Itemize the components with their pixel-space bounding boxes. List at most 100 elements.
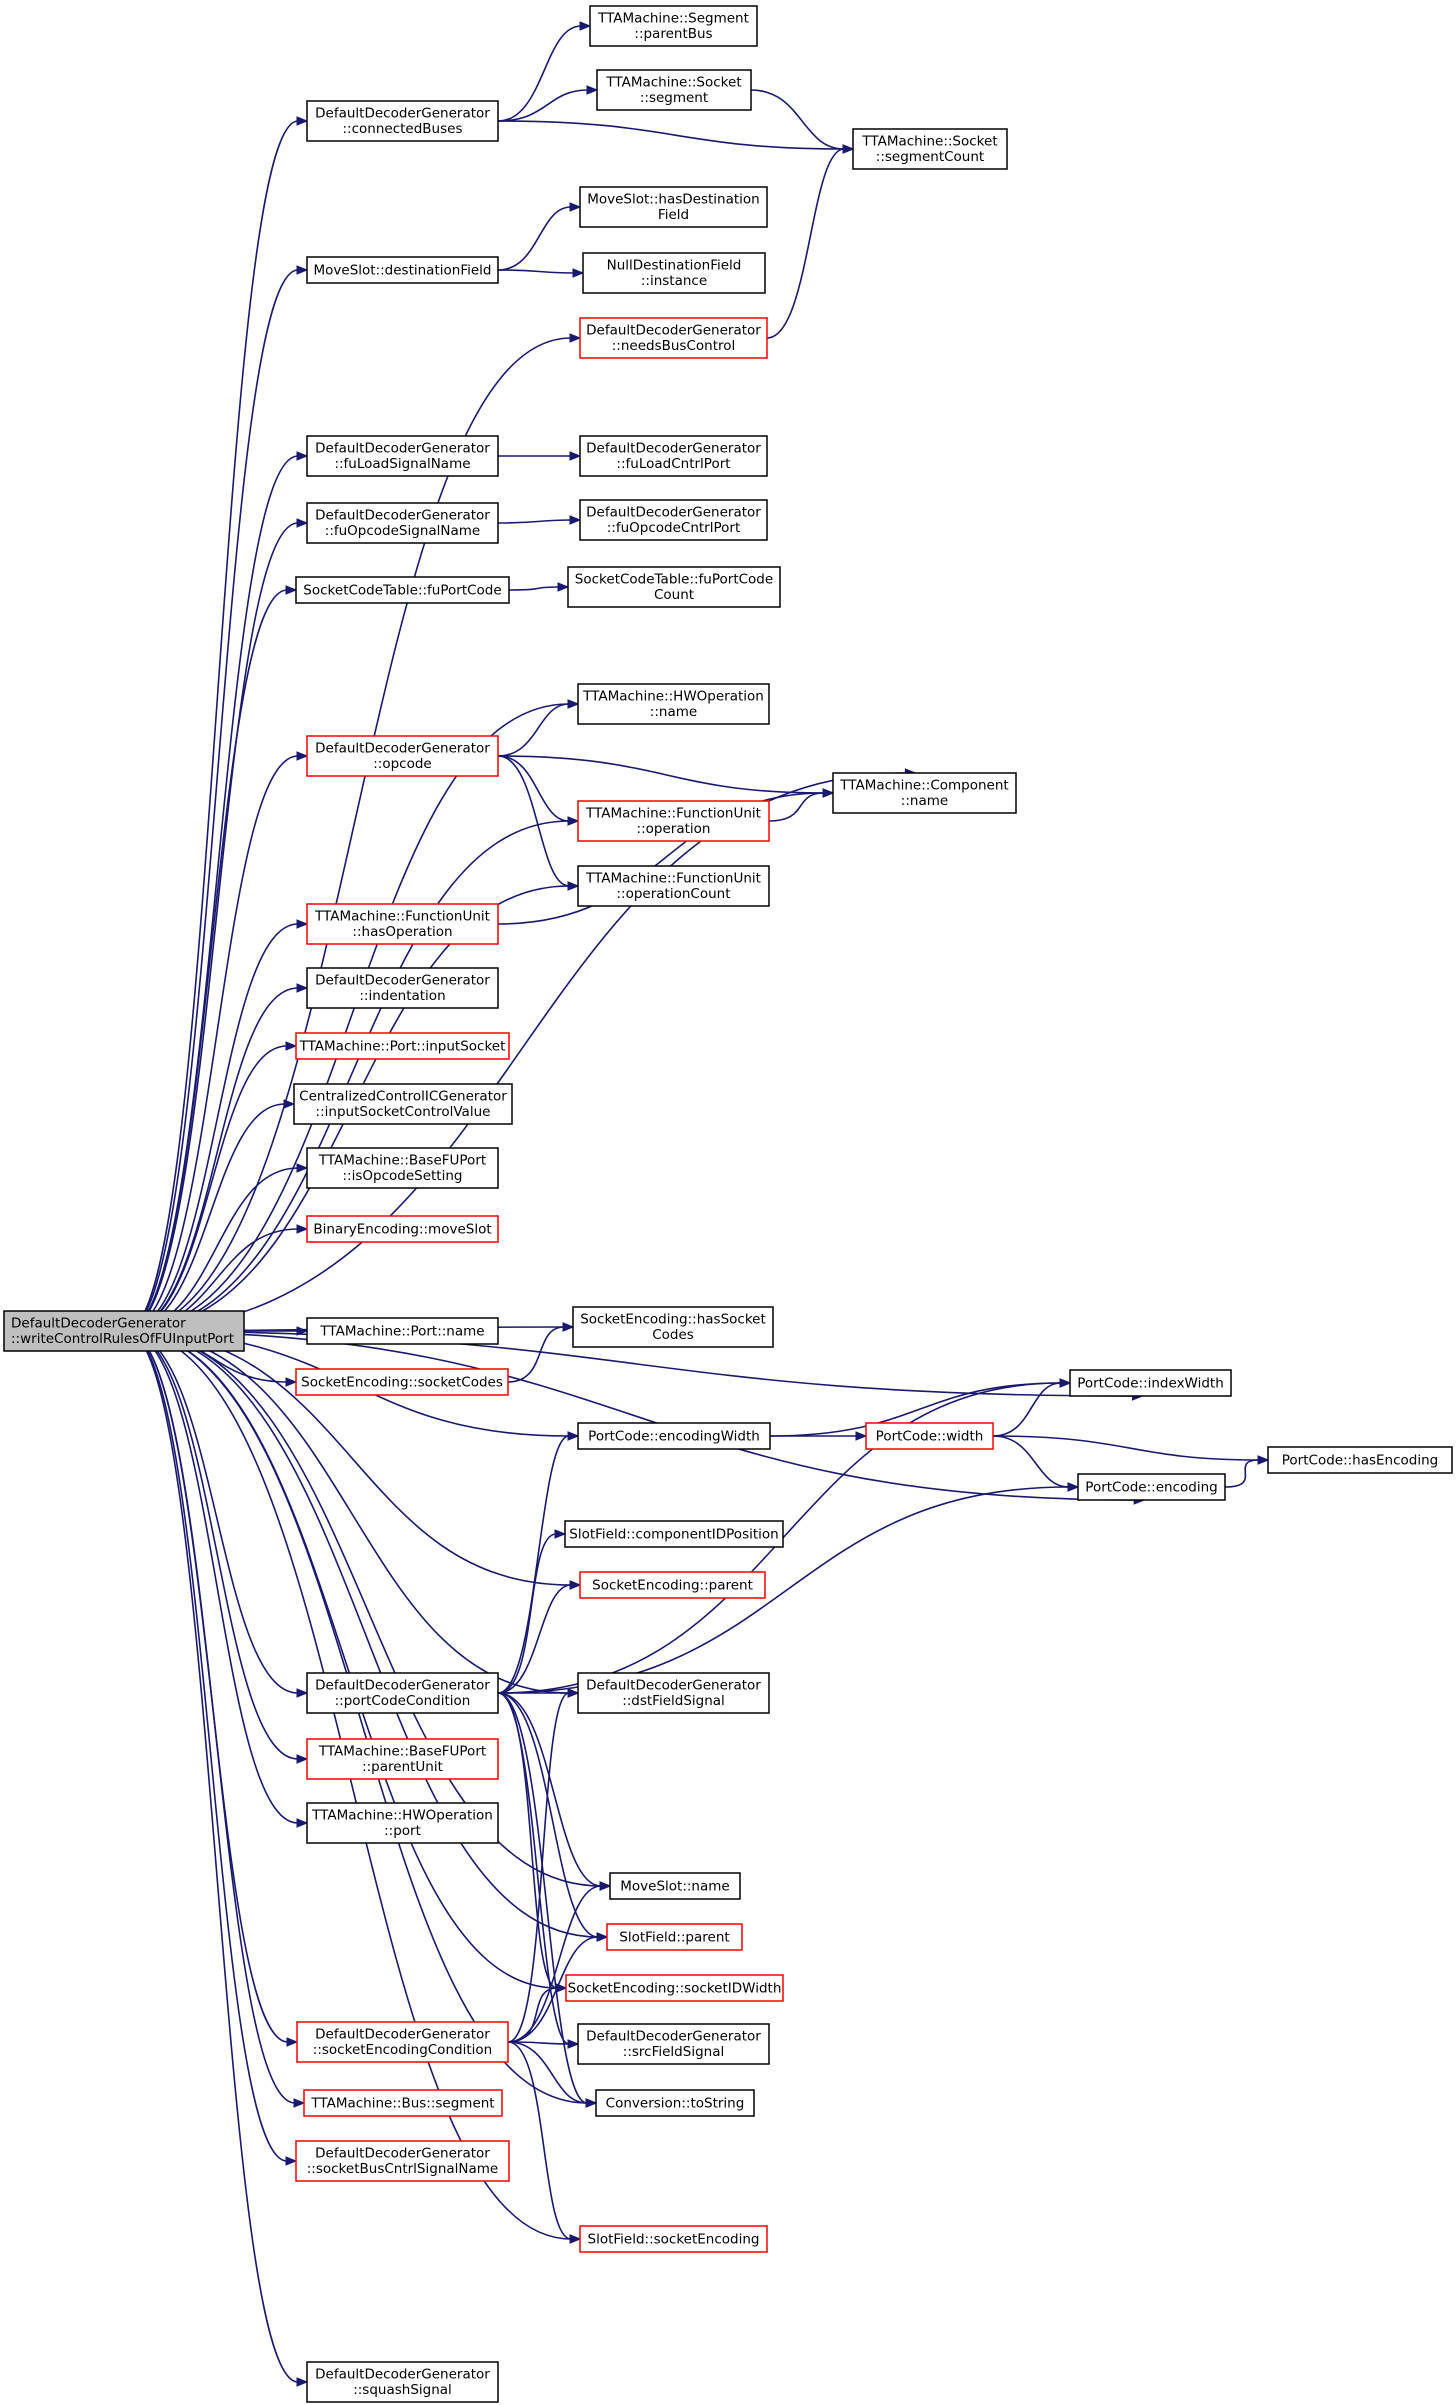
node-pc-width[interactable]: PortCode::width bbox=[865, 1422, 994, 1450]
node-sf-parent[interactable]: SlotField::parent bbox=[606, 1923, 743, 1951]
node-box bbox=[295, 1368, 509, 1396]
edge-se-sock-codes-to-se-has-sock bbox=[507, 1326, 565, 1383]
node-label: TTAMachine::Component bbox=[839, 778, 1008, 794]
edge-root-to-fu-has-op bbox=[125, 923, 299, 1332]
node-label: SlotField::parent bbox=[619, 1929, 729, 1945]
node-needs-bus[interactable]: DefaultDecoderGenerator::needsBusControl bbox=[579, 317, 768, 359]
node-opcode[interactable]: DefaultDecoderGenerator::opcode bbox=[306, 735, 499, 777]
node-label: ::writeControlRulesOfFUInputPort bbox=[11, 1331, 234, 1347]
node-sock-bus-ctrl[interactable]: DefaultDecoderGenerator::socketBusCntrlS… bbox=[295, 2140, 510, 2182]
node-conv-to-str[interactable]: Conversion::toString bbox=[595, 2089, 755, 2117]
edge-arrowhead bbox=[569, 202, 582, 212]
node-hwop-name[interactable]: TTAMachine::HWOperation::name bbox=[577, 683, 770, 725]
edge-arrowhead bbox=[569, 1580, 582, 1590]
node-label: ::portCodeCondition bbox=[335, 1693, 471, 1709]
node-pc-enc[interactable]: PortCode::encoding bbox=[1077, 1473, 1226, 1501]
node-squash[interactable]: DefaultDecoderGenerator::squashSignal bbox=[306, 2361, 499, 2403]
edge-arrowhead bbox=[1059, 1378, 1072, 1388]
edge-root-to-conv-to-str bbox=[125, 1330, 588, 2104]
edge-sock-enc-cond-to-conv-to-str bbox=[507, 2041, 588, 2104]
node-ms-name[interactable]: MoveSlot::name bbox=[609, 1872, 741, 1900]
edge-root-to-connected-buses bbox=[125, 120, 299, 1332]
edge-arrowhead bbox=[296, 751, 309, 761]
node-fu-opc-sig[interactable]: DefaultDecoderGenerator::fuOpcodeSignalN… bbox=[306, 502, 499, 544]
node-port-code-cond[interactable]: DefaultDecoderGenerator::portCodeConditi… bbox=[306, 1672, 499, 1714]
edge-port-code-cond-to-conv-to-str bbox=[497, 1692, 588, 2104]
node-pc-has-enc[interactable]: PortCode::hasEncoding bbox=[1267, 1446, 1453, 1474]
edge-fu-opc-sig-to-fu-opc-port bbox=[497, 519, 572, 524]
node-pc-index-w[interactable]: PortCode::indexWidth bbox=[1069, 1369, 1232, 1397]
node-box bbox=[579, 499, 768, 541]
node-fu-op-count[interactable]: TTAMachine::FunctionUnit::operationCount bbox=[577, 865, 770, 907]
node-root[interactable]: DefaultDecoderGenerator::writeControlRul… bbox=[3, 1310, 245, 1352]
node-label: ::fuOpcodeCntrlPort bbox=[607, 520, 741, 536]
node-sock-segment[interactable]: TTAMachine::Socket::segment bbox=[596, 69, 752, 111]
node-box bbox=[565, 1974, 784, 2002]
node-src-field[interactable]: DefaultDecoderGenerator::srcFieldSignal bbox=[577, 2023, 770, 2065]
node-fu-load-sig[interactable]: DefaultDecoderGenerator::fuLoadSignalNam… bbox=[306, 435, 499, 477]
node-bfu-parent[interactable]: TTAMachine::BaseFUPort::parentUnit bbox=[306, 1738, 499, 1780]
node-port-name[interactable]: TTAMachine::Port::name bbox=[306, 1317, 499, 1345]
node-dst-field[interactable]: DefaultDecoderGenerator::dstFieldSignal bbox=[577, 1672, 770, 1714]
node-box bbox=[306, 100, 499, 142]
node-cic-in-sock[interactable]: CentralizedControlICGenerator::inputSock… bbox=[293, 1083, 513, 1125]
node-box bbox=[606, 1923, 743, 1951]
node-label: ::parentBus bbox=[634, 26, 712, 42]
node-label: ::segment bbox=[640, 90, 708, 106]
node-fu-operation[interactable]: TTAMachine::FunctionUnit::operation bbox=[577, 800, 770, 842]
edge-arrowhead bbox=[567, 816, 580, 826]
edge-fu-operation-to-comp-name bbox=[768, 792, 825, 822]
node-box bbox=[596, 69, 752, 111]
node-connected-buses[interactable]: DefaultDecoderGenerator::connectedBuses bbox=[306, 100, 499, 142]
node-fu-has-op[interactable]: TTAMachine::FunctionUnit::hasOperation bbox=[306, 903, 499, 945]
node-be-move-slot[interactable]: BinaryEncoding::moveSlot bbox=[306, 1215, 499, 1243]
node-fu-load-port[interactable]: DefaultDecoderGenerator::fuLoadCntrlPort bbox=[579, 435, 768, 477]
node-port-in-sock[interactable]: TTAMachine::Port::inputSocket bbox=[295, 1032, 510, 1060]
node-label: DefaultDecoderGenerator bbox=[11, 1316, 186, 1332]
node-box bbox=[1267, 1446, 1453, 1474]
node-se-sock-codes[interactable]: SocketEncoding::socketCodes bbox=[295, 1368, 509, 1396]
node-label: ::srcFieldSignal bbox=[623, 2044, 724, 2060]
node-sct-fu-port[interactable]: SocketCodeTable::fuPortCode bbox=[295, 576, 510, 604]
edge-root-to-fu-load-sig bbox=[125, 455, 299, 1332]
node-box bbox=[582, 252, 766, 294]
node-box bbox=[579, 186, 768, 228]
node-sock-seg-count[interactable]: TTAMachine::Socket::segmentCount bbox=[852, 128, 1008, 170]
node-box bbox=[567, 566, 781, 608]
node-label: DefaultDecoderGenerator bbox=[315, 2367, 490, 2383]
edge-arrowhead bbox=[569, 333, 582, 343]
node-label: DefaultDecoderGenerator bbox=[315, 973, 490, 989]
node-box bbox=[577, 865, 770, 907]
edge-needs-bus-to-sock-seg-count bbox=[766, 148, 845, 339]
node-bfu-is-opc[interactable]: TTAMachine::BaseFUPort::isOpcodeSetting bbox=[306, 1147, 499, 1189]
edge-root-to-opcode bbox=[125, 755, 299, 1332]
node-comp-name[interactable]: TTAMachine::Component::name bbox=[832, 772, 1017, 814]
node-sf-comp-id[interactable]: SlotField::componentIDPosition bbox=[564, 1520, 784, 1548]
node-fu-opc-port[interactable]: DefaultDecoderGenerator::fuOpcodeCntrlPo… bbox=[579, 499, 768, 541]
node-sf-sock-enc[interactable]: SlotField::socketEncoding bbox=[579, 2225, 768, 2253]
edge-opcode-to-comp-name bbox=[497, 755, 825, 794]
edge-root-to-hwop-port bbox=[125, 1330, 299, 1824]
node-label: ::hasOperation bbox=[352, 924, 452, 940]
node-pc-enc-w[interactable]: PortCode::encodingWidth bbox=[577, 1422, 771, 1450]
node-box bbox=[579, 435, 768, 477]
node-hwop-port[interactable]: TTAMachine::HWOperation::port bbox=[306, 1802, 499, 1844]
node-label: ::indentation bbox=[359, 988, 445, 1004]
node-dest-field[interactable]: MoveSlot::destinationField bbox=[306, 256, 499, 284]
node-label: Codes bbox=[652, 1327, 694, 1343]
node-bus-segment[interactable]: TTAMachine::Bus::segment bbox=[303, 2089, 503, 2117]
node-sock-enc-cond[interactable]: DefaultDecoderGenerator::socketEncodingC… bbox=[296, 2021, 509, 2063]
node-label: SlotField::componentIDPosition bbox=[569, 1526, 778, 1542]
node-null-dest[interactable]: NullDestinationField::instance bbox=[582, 252, 766, 294]
node-label: ::segmentCount bbox=[876, 149, 984, 165]
node-label: TTAMachine::BaseFUPort bbox=[318, 1153, 486, 1169]
edge-sock-enc-cond-to-dst-field bbox=[507, 1692, 570, 2043]
node-seg-parent-bus[interactable]: TTAMachine::Segment::parentBus bbox=[589, 5, 758, 47]
node-se-parent[interactable]: SocketEncoding::parent bbox=[579, 1571, 766, 1599]
node-indentation[interactable]: DefaultDecoderGenerator::indentation bbox=[306, 967, 499, 1009]
node-se-sock-id-w[interactable]: SocketEncoding::socketIDWidth bbox=[565, 1974, 784, 2002]
node-box bbox=[595, 2089, 755, 2117]
